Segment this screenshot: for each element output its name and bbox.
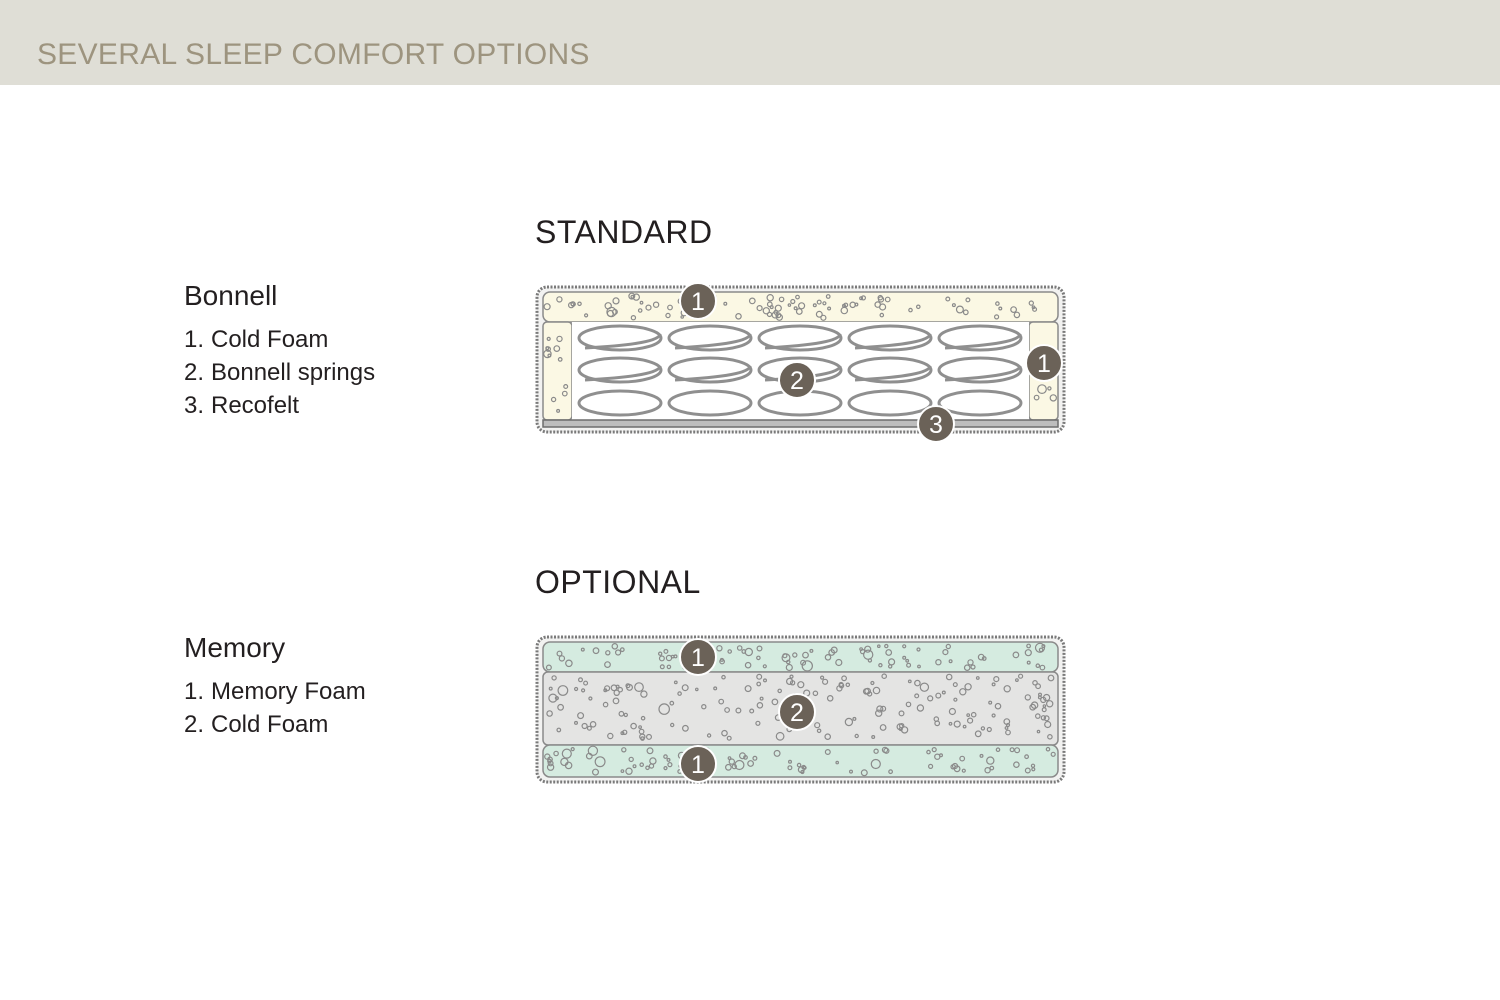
bonnell-name: Bonnell [184, 280, 278, 311]
header-band [0, 0, 1500, 85]
memory-mattress-diagram: 1 2 1 [535, 635, 1066, 784]
foam-bubbles [544, 642, 1056, 777]
svg-text:3: 3 [929, 411, 943, 439]
badge-top-memory-foam: 1 [679, 638, 717, 676]
page-title: SEVERAL SLEEP COMFORT OPTIONS [37, 38, 590, 71]
svg-text:1: 1 [691, 288, 705, 316]
memory-name: Memory [184, 632, 286, 663]
recofelt-layer [542, 419, 1059, 428]
svg-text:1: 1 [691, 751, 705, 779]
list-item: 1.Cold Foam [184, 326, 329, 353]
svg-text:1: 1 [1037, 350, 1051, 378]
bonnell-mattress-diagram: 1 1 2 3 [535, 282, 1066, 443]
badge-cold-foam-core: 2 [778, 693, 816, 731]
svg-text:2: 2 [790, 699, 804, 727]
badge-top-cold-foam: 1 [679, 282, 717, 320]
top-cold-foam-layer [542, 291, 1059, 323]
badge-springs: 2 [778, 361, 816, 399]
optional-heading: OPTIONAL [535, 564, 701, 600]
svg-text:2: 2 [790, 367, 804, 395]
list-item: 2.Bonnell springs [184, 359, 376, 386]
list-item: 2.Cold Foam [184, 711, 329, 738]
list-item: 3.Recofelt [184, 392, 300, 419]
bonnell-layer-list: 1.Cold Foam 2.Bonnell springs 3.Recofelt [184, 323, 375, 422]
badge-recofelt: 3 [917, 405, 955, 443]
list-item: 1.Memory Foam [184, 678, 366, 705]
memory-layer-list: 1.Memory Foam 2.Cold Foam [184, 675, 366, 741]
badge-bottom-memory-foam: 1 [679, 745, 717, 783]
badge-side-cold-foam: 1 [1025, 344, 1063, 382]
svg-text:1: 1 [691, 644, 705, 672]
standard-heading: STANDARD [535, 214, 713, 250]
top-memory-foam-layer [542, 641, 1059, 673]
